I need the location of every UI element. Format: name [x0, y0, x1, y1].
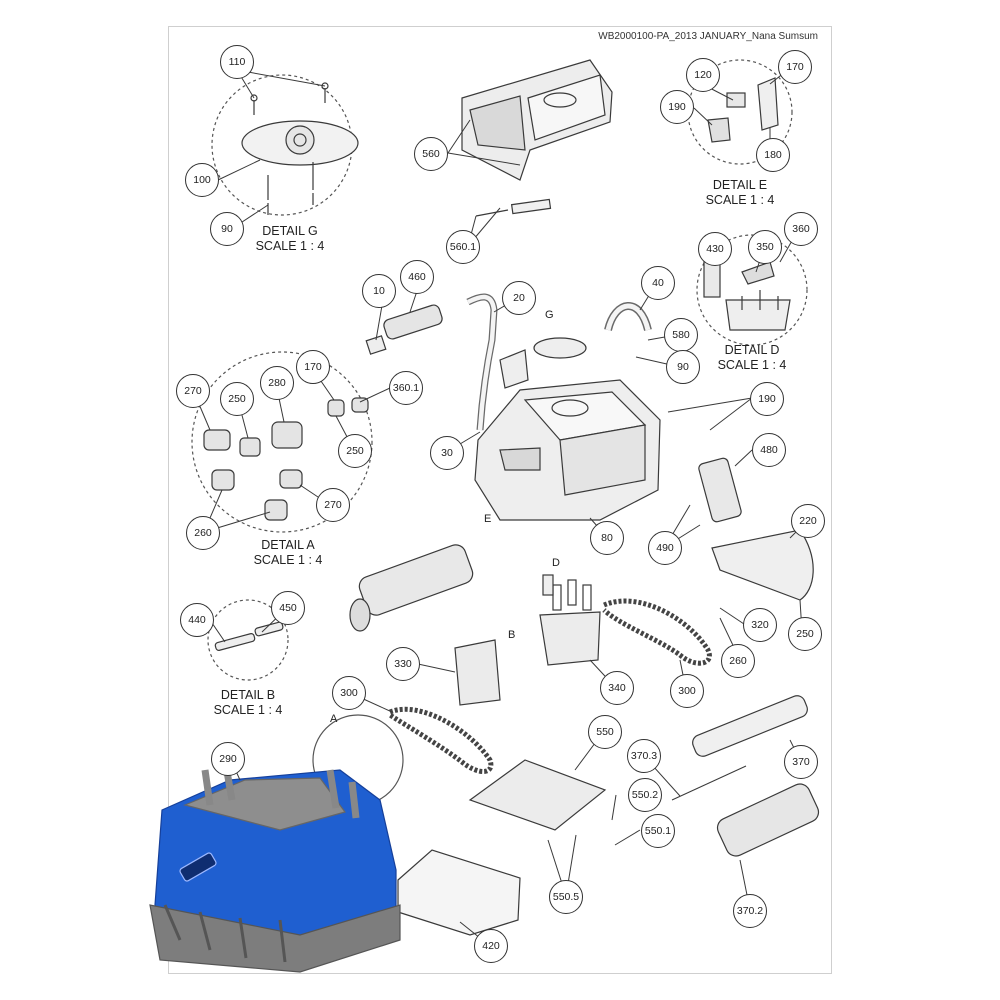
callout-440: 440	[180, 603, 214, 637]
part-220-side-plate	[711, 529, 814, 601]
callout-260-b: 260	[721, 644, 755, 678]
detail-b-label: DETAIL B SCALE 1 : 4	[198, 688, 298, 718]
part-420-power-supply	[397, 849, 521, 936]
detail-a-circle	[191, 351, 373, 533]
detail-d-parts	[703, 256, 791, 331]
detail-g-scale: SCALE 1 : 4	[255, 239, 325, 253]
callout-300-b: 300	[332, 676, 366, 710]
part-300-track-left	[388, 706, 494, 774]
detail-e-title: DETAIL E	[712, 178, 768, 192]
detail-g-label: DETAIL G SCALE 1 : 4	[240, 224, 340, 254]
callout-80: 80	[590, 521, 624, 555]
part-560-1-strips	[475, 198, 552, 217]
callout-370: 370	[784, 745, 818, 779]
detail-e-scale: SCALE 1 : 4	[705, 193, 775, 207]
callout-450: 450	[271, 591, 305, 625]
callout-220: 220	[791, 504, 825, 538]
detail-d-label: DETAIL D SCALE 1 : 4	[702, 343, 802, 373]
callout-550-1: 550.1	[641, 814, 675, 848]
callout-560: 560	[414, 137, 448, 171]
callout-460: 460	[400, 260, 434, 294]
detail-marker-b: B	[508, 629, 515, 641]
callout-40: 40	[641, 266, 675, 300]
callout-250-b: 250	[338, 434, 372, 468]
brush-roller-left	[349, 544, 474, 632]
callout-170: 170	[778, 50, 812, 84]
callout-190: 190	[660, 90, 694, 124]
part-560-top-lid	[461, 59, 613, 181]
callout-490: 490	[648, 531, 682, 565]
part-340-motor	[539, 574, 601, 666]
callout-350: 350	[748, 230, 782, 264]
callout-420: 420	[474, 929, 508, 963]
callout-370-3: 370.3	[627, 739, 661, 773]
callout-550-2: 550.2	[628, 778, 662, 812]
part-480-panel	[698, 457, 742, 523]
callout-430: 430	[698, 232, 732, 266]
callout-280: 280	[260, 366, 294, 400]
callout-120: 120	[686, 58, 720, 92]
part-80-main-body	[474, 379, 661, 521]
callout-360: 360	[784, 212, 818, 246]
callout-170-a: 170	[296, 350, 330, 384]
callout-90: 90	[210, 212, 244, 246]
callout-550-5: 550.5	[549, 880, 583, 914]
callout-180: 180	[756, 138, 790, 172]
detail-marker-e: E	[484, 513, 491, 525]
part-330-pump	[454, 639, 501, 706]
part-460-shaft	[365, 304, 443, 355]
callout-260-a: 260	[186, 516, 220, 550]
part-300-track-right	[602, 598, 712, 666]
detail-b-parts	[214, 621, 284, 651]
callout-20: 20	[502, 281, 536, 315]
robot-product-photo	[149, 759, 401, 973]
part-550-base-plate	[468, 759, 607, 831]
callout-480: 480	[752, 433, 786, 467]
callout-290: 290	[211, 742, 245, 776]
callout-330: 330	[386, 647, 420, 681]
detail-g-plate	[241, 82, 359, 215]
detail-marker-a: A	[330, 713, 338, 725]
callout-250-a: 250	[220, 382, 254, 416]
detail-a-title: DETAIL A	[261, 538, 315, 552]
callout-190-b: 190	[750, 382, 784, 416]
detail-d-scale: SCALE 1 : 4	[717, 358, 787, 372]
callout-560-1: 560.1	[446, 230, 480, 264]
detail-g-title: DETAIL G	[262, 224, 318, 238]
callout-370-2: 370.2	[733, 894, 767, 928]
callout-300-a: 300	[670, 674, 704, 708]
callout-270-b: 270	[316, 488, 350, 522]
detail-b-title: DETAIL B	[220, 688, 276, 702]
part-20-hose	[466, 293, 498, 431]
callout-340: 340	[600, 671, 634, 705]
detail-d-title: DETAIL D	[724, 343, 780, 357]
callout-580: 580	[664, 318, 698, 352]
detail-b-circle	[207, 599, 289, 681]
callout-90-d: 90	[666, 350, 700, 384]
callout-250-c: 250	[788, 617, 822, 651]
callout-100: 100	[185, 163, 219, 197]
detail-marker-g: G	[545, 309, 554, 321]
callout-10: 10	[362, 274, 396, 308]
callout-550: 550	[588, 715, 622, 749]
callout-30: 30	[430, 436, 464, 470]
document-header: WB2000100-PA_2013 JANUARY_Nana Sumsum	[598, 31, 818, 42]
detail-a-label: DETAIL A SCALE 1 : 4	[238, 538, 338, 568]
part-370-shaft	[692, 695, 808, 757]
detail-marker-d: D	[552, 557, 560, 569]
detail-e-label: DETAIL E SCALE 1 : 4	[690, 178, 790, 208]
callout-360-1: 360.1	[389, 371, 423, 405]
detail-e-parts	[707, 77, 779, 143]
callout-320: 320	[743, 608, 777, 642]
callout-110: 110	[220, 45, 254, 79]
body-cover-g	[533, 337, 587, 359]
detail-a-scale: SCALE 1 : 4	[253, 553, 323, 567]
part-370-2-brush	[716, 783, 820, 857]
callout-270-a: 270	[176, 374, 210, 408]
detail-b-scale: SCALE 1 : 4	[213, 703, 283, 717]
detail-a-parts	[203, 397, 369, 521]
